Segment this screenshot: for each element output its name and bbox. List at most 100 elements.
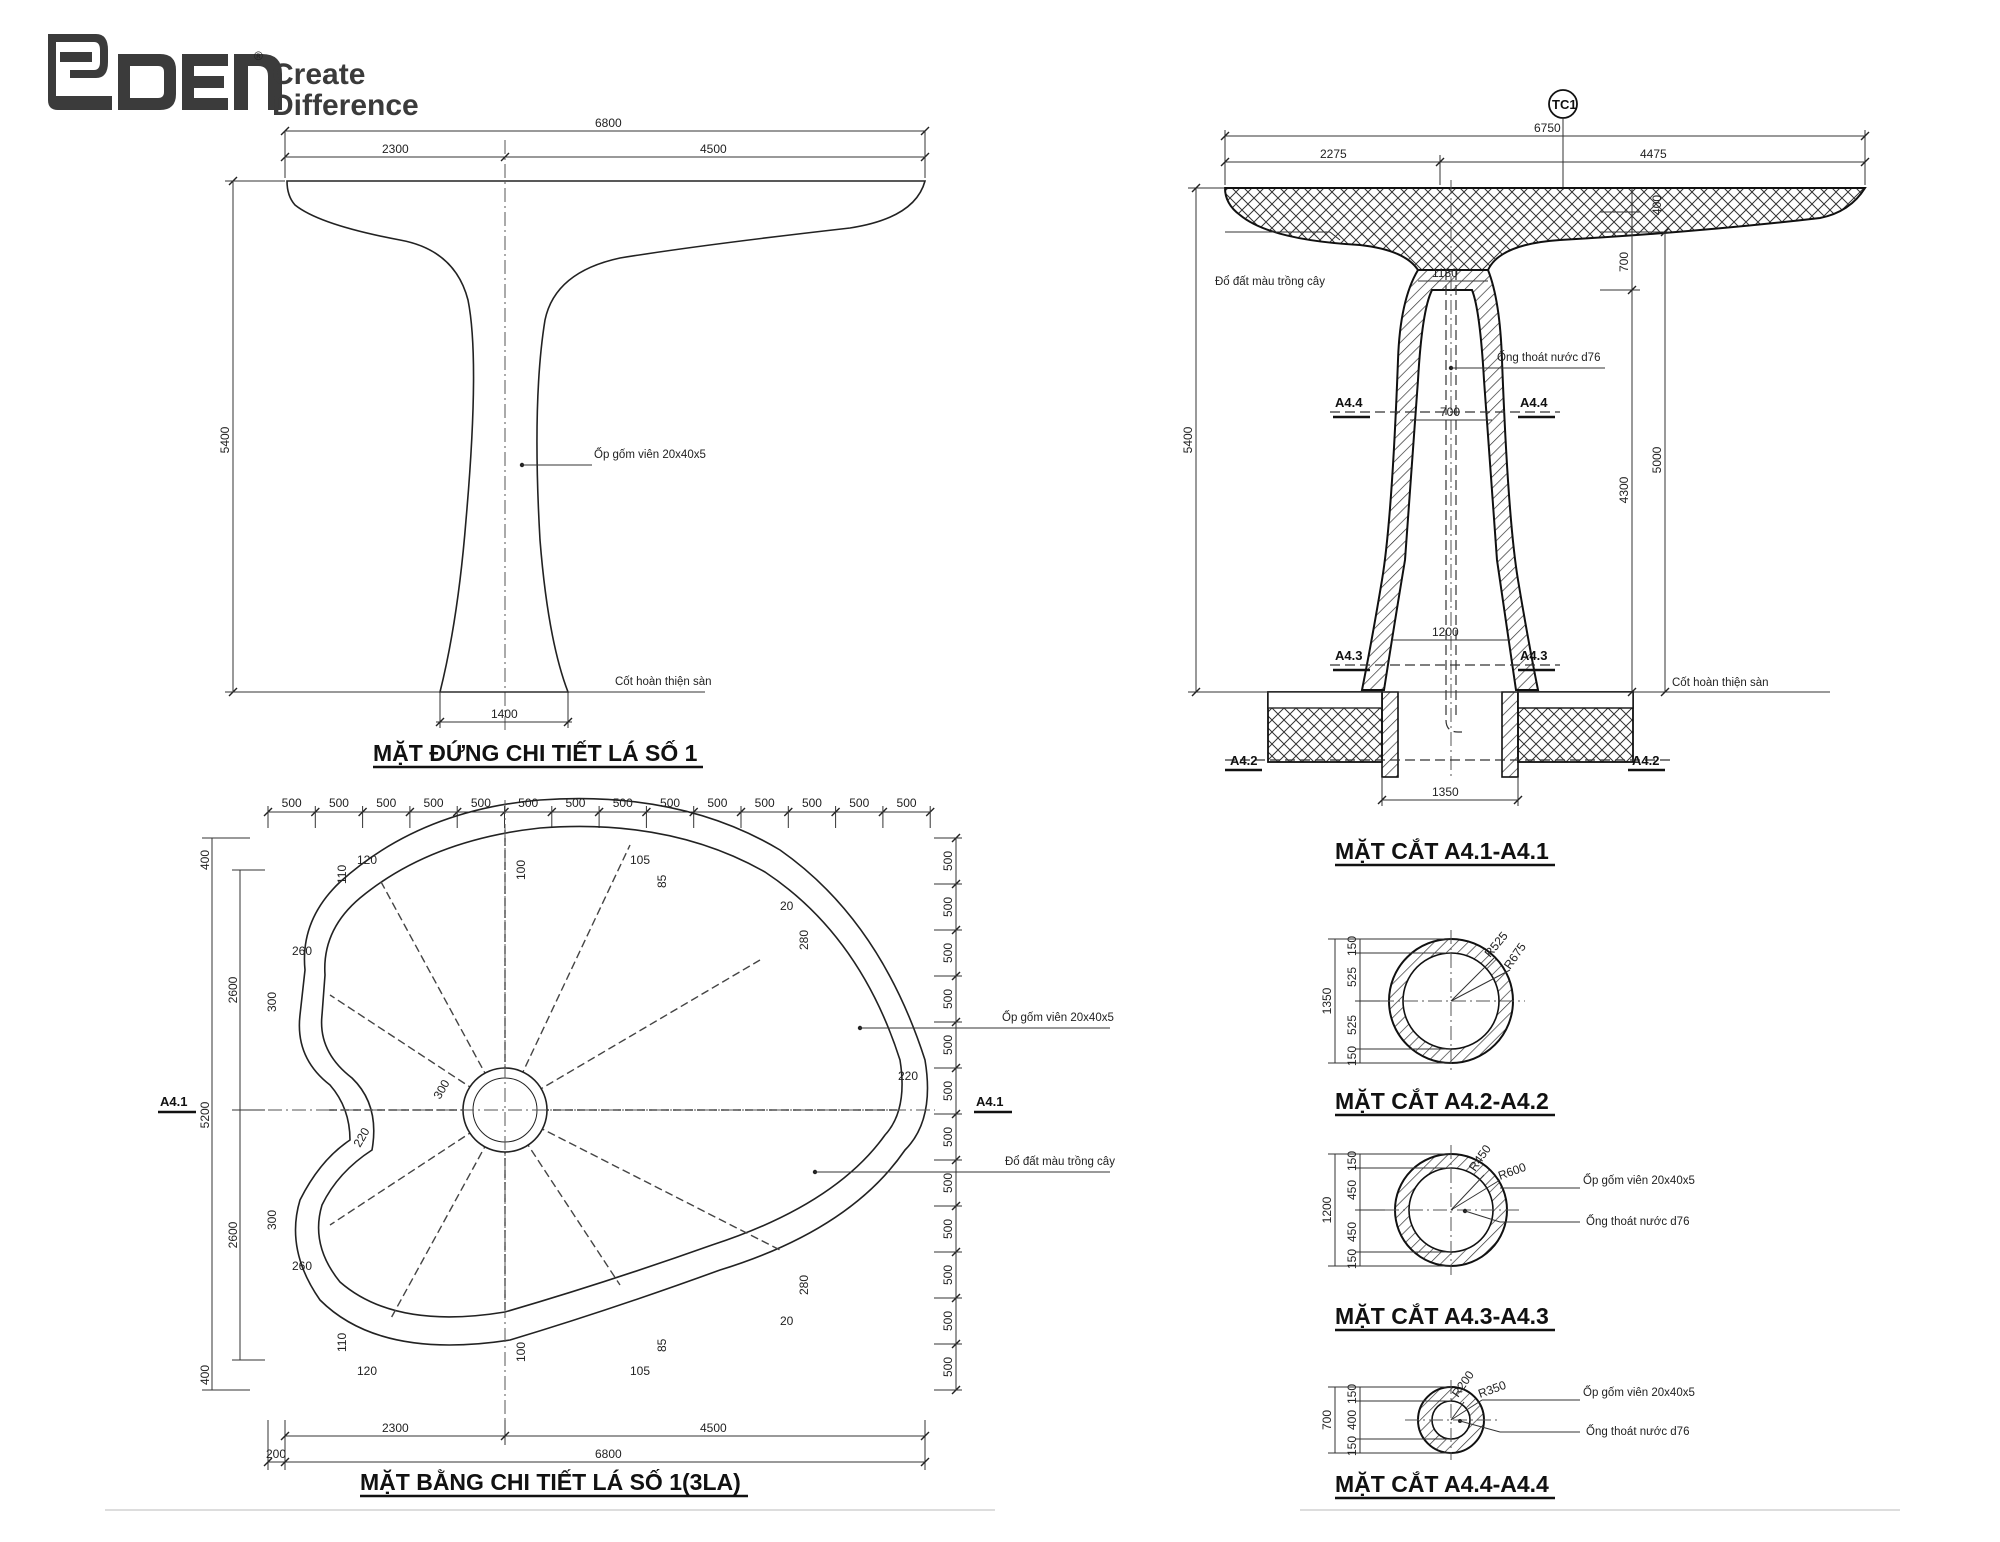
plan-dim-lower: 2600 (226, 1221, 240, 1248)
a41-dim-right: 4475 (1640, 147, 1667, 161)
elev-dim-left: 2300 (382, 142, 409, 156)
a42-radius-outer: R675 (1501, 940, 1529, 972)
a44-dim-b: 400 (1345, 1410, 1359, 1430)
a41-dim-h400: 400 (1650, 195, 1664, 215)
a41-mark-a44-right: A4.4 (1520, 395, 1548, 410)
a42-dim-b: 525 (1345, 967, 1359, 987)
plan-dim-105-top: 105 (630, 853, 650, 867)
a43-dim-a: 150 (1345, 1151, 1359, 1171)
a41-dim-left: 2275 (1320, 147, 1347, 161)
plan-title: MẶT BẰNG CHI TIẾT LÁ SỐ 1(3LA) (360, 1468, 741, 1495)
section-a41-view: 6750 2275 4475 TC1 Cốt hoàn thiện sàn 54… (1181, 89, 1870, 867)
a44-dim-total: 700 (1320, 1410, 1334, 1430)
a41-mark-a42-left: A4.2 (1230, 753, 1257, 768)
plan-dim-100-bottom: 100 (514, 1342, 528, 1362)
grid-dim-label: 500 (941, 1219, 955, 1239)
grid-dim-label: 500 (941, 851, 955, 871)
a41-dim-h5400: 5400 (1181, 426, 1195, 453)
plan-dim-260-top: 260 (292, 944, 312, 958)
section-a42-view: R525 R675 1350 150 525 525 150 MẶT CẮT A… (1320, 929, 1555, 1117)
a43-dim-total: 1200 (1320, 1196, 1334, 1223)
a44-radius-outer: R350 (1476, 1378, 1508, 1401)
plan-dim-120-top: 120 (357, 853, 377, 867)
a41-note-pipe: Ống thoát nước d76 (1497, 350, 1600, 364)
grid-dim-label: 500 (707, 796, 727, 810)
a43-note-pipe: Ống thoát nước d76 (1586, 1214, 1689, 1228)
plan-dim-105-bottom: 105 (630, 1364, 650, 1378)
grid-dim-label: 500 (329, 796, 349, 810)
plan-note-cladding: Ốp gốm viên 20x40x5 (1002, 1010, 1114, 1024)
plan-section-mark-left: A4.1 (160, 1094, 187, 1109)
a42-dim-a: 150 (1345, 936, 1359, 956)
a41-note-floor: Cốt hoàn thiện sàn (1672, 677, 1769, 689)
plan-dim-upper: 2600 (226, 976, 240, 1003)
a43-title: MẶT CẮT A4.3-A4.3 (1335, 1302, 1549, 1329)
a41-mark-a42-right: A4.2 (1632, 753, 1659, 768)
a44-title: MẶT CẮT A4.4-A4.4 (1335, 1470, 1549, 1497)
brand-line-1: Create (272, 58, 365, 91)
a42-title: MẶT CẮT A4.2-A4.2 (1335, 1087, 1549, 1114)
plan-dim-bottom-left: 2300 (382, 1421, 409, 1435)
grid-dim-label: 500 (941, 1127, 955, 1147)
a44-note-pipe: Ống thoát nước d76 (1586, 1424, 1689, 1438)
plan-dim-110-top: 110 (335, 865, 349, 884)
grid-dim-label: 500 (897, 796, 917, 810)
grid-dim-label: 500 (941, 897, 955, 917)
grid-dim-label: 500 (613, 796, 633, 810)
elevation-view: 6800 2300 4500 Cốt hoàn thiện sàn 5400 1… (218, 116, 930, 769)
brand-logo: ® Create Difference (48, 34, 419, 122)
grid-dim-label: 500 (941, 1265, 955, 1285)
plan-dim-220-left: 220 (350, 1125, 372, 1150)
a42-dim-d: 150 (1345, 1046, 1359, 1066)
a41-note-soil: Đổ đất màu trồng cây (1215, 276, 1325, 288)
a41-dim-h4300: 4300 (1617, 476, 1631, 503)
elev-dim-base: 1400 (491, 707, 518, 721)
grid-dim-label: 500 (802, 796, 822, 810)
elev-dim-height: 5400 (218, 426, 232, 453)
a42-dim-c: 525 (1345, 1015, 1359, 1035)
plan-dim-20-bottom: 20 (780, 1314, 794, 1328)
grid-dim-label: 500 (471, 796, 491, 810)
plan-dim-300-top: 300 (265, 992, 279, 1012)
grid-dim-label: 500 (941, 1311, 955, 1331)
plan-dim-280-bottom: 280 (797, 1275, 811, 1295)
plan-dim-220-right: 220 (898, 1069, 918, 1083)
plan-dim-300-bottom: 300 (265, 1210, 279, 1230)
a41-dim-1180: 1180 (1432, 266, 1458, 280)
grid-dim-label: 500 (518, 796, 538, 810)
a41-dim-total: 6750 (1534, 121, 1561, 135)
plan-dim-100-top: 100 (514, 860, 528, 880)
grid-dim-label: 500 (941, 1081, 955, 1101)
a41-dim-1350: 1350 (1432, 785, 1459, 799)
grid-dim-label: 500 (376, 796, 396, 810)
grid-dim-label: 500 (941, 989, 955, 1009)
plan-dim-20-top: 20 (780, 899, 794, 913)
plan-section-mark-right: A4.1 (976, 1094, 1003, 1109)
a44-note-cladding: Ốp gốm viên 20x40x5 (1583, 1385, 1695, 1399)
elev-note-cladding: Ốp gốm viên 20x40x5 (594, 447, 706, 461)
a42-dim-total: 1350 (1320, 987, 1334, 1014)
plan-dim-280-top: 280 (797, 930, 811, 950)
registered-mark: ® (254, 49, 263, 63)
brand-line-2: Difference (272, 89, 419, 122)
grid-dim-label: 500 (941, 943, 955, 963)
elev-dim-total: 6800 (595, 116, 622, 130)
a43-note-cladding: Ốp gốm viên 20x40x5 (1583, 1173, 1695, 1187)
a43-dim-c: 450 (1345, 1222, 1359, 1242)
a44-dim-c: 150 (1345, 1436, 1359, 1456)
grid-dim-label: 500 (282, 796, 302, 810)
a41-cap (1223, 187, 1867, 271)
leaf-outer-outline (294, 797, 929, 1346)
eden-logo-icon (48, 34, 282, 110)
grid-dim-label: 500 (941, 1173, 955, 1193)
plan-dim-bottom-total: 6800 (595, 1447, 622, 1461)
a43-radius-outer: R600 (1496, 1160, 1528, 1183)
grid-dim-label: 500 (755, 796, 775, 810)
a41-mark-a43-left: A4.3 (1335, 648, 1362, 663)
plan-view: 500 500 500 500 500 500 500 500 500 500 500 500 500 5… (105, 796, 1115, 1511)
grid-dim-label: 500 (424, 796, 444, 810)
a41-tag: TC1 (1552, 97, 1577, 112)
